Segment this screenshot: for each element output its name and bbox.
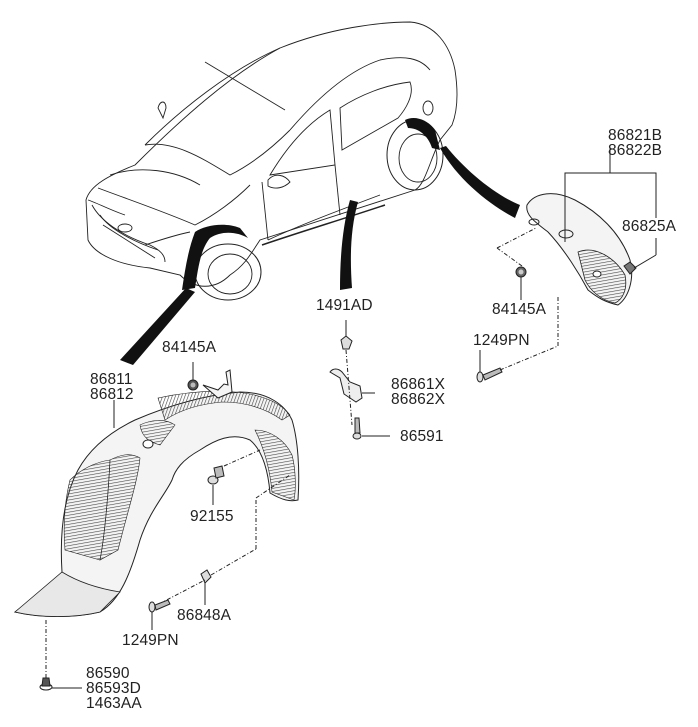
callout-front-clip: 86848A: [177, 607, 232, 624]
callout-side-bracket: 86861X 86862X: [391, 376, 446, 408]
part-number: 86812: [90, 386, 134, 403]
part-number: 1463AA: [86, 695, 142, 712]
part-number: 86862X: [391, 391, 446, 408]
callout-rear-clip: 86825A: [622, 218, 677, 235]
callout-rear-nut: 84145A: [492, 301, 547, 318]
front-fasteners: [39, 362, 291, 691]
leader-front-liner: [120, 288, 195, 365]
leader-side-clip: [340, 200, 358, 290]
part-number: 86822B: [608, 142, 663, 159]
part-number: 86590: [86, 665, 130, 682]
callout-side-screw: 86591: [400, 428, 444, 445]
rear-fasteners: [476, 148, 657, 383]
callout-front-bolt: 92155: [190, 508, 234, 525]
rear-fender-liner: [526, 193, 633, 306]
part-number: 86593D: [86, 680, 141, 697]
part-number: 86861X: [391, 376, 446, 393]
callout-rear-screw: 1249PN: [473, 332, 530, 349]
rear-liner-highlight: [405, 118, 440, 150]
callout-front-nut: 84145A: [162, 339, 217, 356]
front-liner-highlight: [182, 224, 248, 290]
callout-front-screw: 1249PN: [122, 632, 179, 649]
car-illustration: [85, 21, 458, 301]
part-number: 86821B: [608, 127, 663, 144]
callout-rear-liner: 86821B 86822B: [608, 127, 663, 159]
part-number: 86811: [90, 371, 133, 388]
callout-front-bottom-fastener: 86590 86593D 1463AA: [86, 665, 142, 712]
callout-front-liner: 86811 86812: [90, 371, 134, 403]
side-bracket-assembly: [329, 320, 390, 440]
leader-rear-liner: [440, 146, 520, 218]
front-fender-liner: [13, 390, 300, 617]
callout-side-clip: 1491AD: [316, 297, 373, 314]
